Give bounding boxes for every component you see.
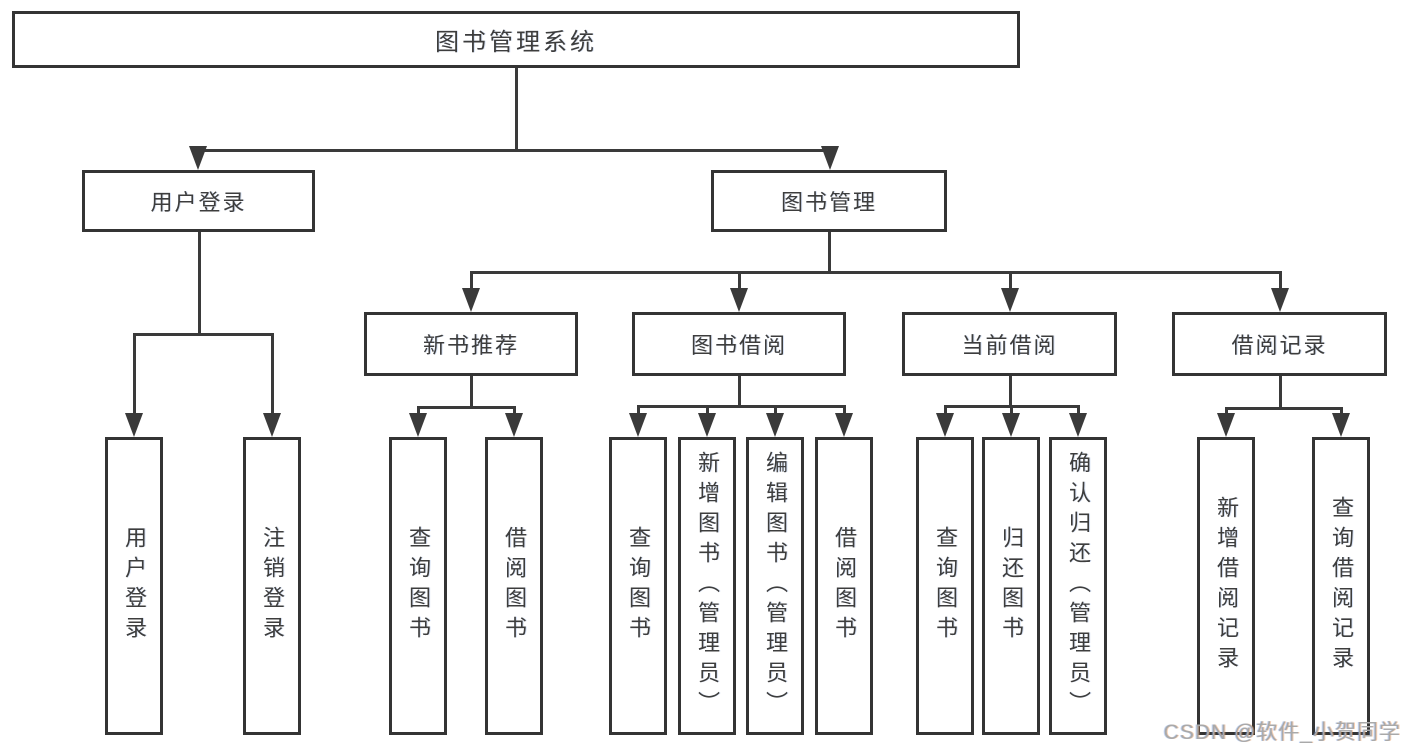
connector-arrow-shaft — [133, 333, 136, 417]
connector-arrow-shaft — [271, 333, 274, 417]
arrow-down-icon — [1001, 288, 1019, 312]
arrow-down-icon — [462, 288, 480, 312]
connector-arrow-shaft — [513, 406, 516, 417]
node-library-system: 图书管理系统 — [12, 11, 1020, 68]
leaf-records-query-record: 查询借阅记录 — [1312, 437, 1370, 735]
connector-stem — [470, 376, 473, 408]
connector-stem — [515, 68, 518, 151]
leaf-current-confirm-return-admin: 确认归还（管理员） — [1049, 437, 1107, 735]
arrow-down-icon — [1271, 288, 1289, 312]
connector-branch — [470, 271, 1282, 274]
connector-arrow-shaft — [1340, 407, 1343, 417]
connector-stem — [1009, 376, 1012, 407]
node-label: 注销登录 — [260, 526, 285, 646]
connector-arrow-shaft — [1225, 407, 1228, 417]
node-label: 用户登录 — [122, 526, 147, 646]
node-label: 图书管理系统 — [435, 29, 597, 56]
arrow-down-icon — [189, 146, 207, 170]
leaf-logout: 注销登录 — [243, 437, 301, 735]
node-current-borrow: 当前借阅 — [902, 312, 1117, 376]
connector-stem — [738, 376, 741, 407]
leaf-current-query-book: 查询图书 — [916, 437, 974, 735]
node-label: 借阅图书 — [832, 526, 857, 646]
connector-stem — [1279, 376, 1282, 409]
csdn-watermark: CSDN @软件_小贺同学 — [1163, 721, 1401, 744]
connector-branch — [1225, 407, 1343, 410]
node-book-borrow: 图书借阅 — [632, 312, 846, 376]
connector-arrow-shaft — [417, 406, 420, 417]
connector-stem — [828, 232, 831, 273]
leaf-borrow-add-book-admin: 新增图书（管理员） — [678, 437, 736, 735]
arrow-down-icon — [263, 413, 281, 437]
arrow-down-icon — [409, 413, 427, 437]
node-label: 新增图书（管理员） — [695, 451, 720, 721]
arrow-down-icon — [125, 413, 143, 437]
connector-branch — [417, 406, 516, 409]
connector-arrow-shaft — [774, 405, 777, 417]
arrow-down-icon — [1069, 413, 1087, 437]
leaf-records-add-record: 新增借阅记录 — [1197, 437, 1255, 735]
arrow-down-icon — [936, 413, 954, 437]
node-label: 查询图书 — [933, 526, 958, 646]
leaf-borrow-borrow-book: 借阅图书 — [815, 437, 873, 735]
connector-branch — [197, 149, 832, 152]
leaf-recommend-query-book: 查询图书 — [389, 437, 447, 735]
node-label: 借阅记录 — [1231, 333, 1328, 358]
node-label: 查询借阅记录 — [1329, 496, 1354, 676]
leaf-recommend-borrow-book: 借阅图书 — [485, 437, 543, 735]
arrow-down-icon — [730, 288, 748, 312]
arrow-down-icon — [505, 413, 523, 437]
node-label: 归还图书 — [999, 526, 1024, 646]
node-label: 编辑图书（管理员） — [763, 451, 788, 721]
node-label: 当前借阅 — [961, 333, 1058, 358]
leaf-user-login: 用户登录 — [105, 437, 163, 735]
leaf-borrow-edit-book-admin: 编辑图书（管理员） — [746, 437, 804, 735]
arrow-down-icon — [766, 413, 784, 437]
connector-arrow-shaft — [1077, 405, 1080, 417]
node-label: 新增借阅记录 — [1214, 496, 1239, 676]
node-label: 新书推荐 — [422, 333, 519, 358]
node-label: 查询图书 — [406, 526, 431, 646]
arrow-down-icon — [821, 146, 839, 170]
node-borrow-records: 借阅记录 — [1172, 312, 1387, 376]
connector-arrow-shaft — [1009, 271, 1012, 292]
node-label: 图书管理 — [780, 190, 877, 215]
connector-arrow-shaft — [637, 405, 640, 417]
connector-arrow-shaft — [944, 405, 947, 417]
connector-arrow-shaft — [470, 271, 473, 292]
node-user-login: 用户登录 — [82, 170, 315, 232]
node-label: 图书借阅 — [690, 333, 787, 358]
node-label: 查询图书 — [626, 526, 651, 646]
arrow-down-icon — [1217, 413, 1235, 437]
node-label: 借阅图书 — [502, 526, 527, 646]
arrow-down-icon — [1332, 413, 1350, 437]
arrow-down-icon — [698, 413, 716, 437]
node-new-book-recommend: 新书推荐 — [364, 312, 578, 376]
connector-stem — [198, 232, 201, 335]
arrow-down-icon — [629, 413, 647, 437]
connector-branch — [133, 333, 274, 336]
arrow-down-icon — [835, 413, 853, 437]
node-label: 用户登录 — [150, 190, 247, 215]
node-book-management: 图书管理 — [711, 170, 947, 232]
connector-arrow-shaft — [1279, 271, 1282, 292]
connector-arrow-shaft — [738, 271, 741, 292]
connector-branch — [637, 405, 846, 408]
leaf-borrow-query-book: 查询图书 — [609, 437, 667, 735]
connector-arrow-shaft — [843, 405, 846, 417]
connector-arrow-shaft — [706, 405, 709, 417]
connector-arrow-shaft — [1010, 405, 1013, 417]
node-label: 确认归还（管理员） — [1066, 451, 1091, 721]
leaf-current-return-book: 归还图书 — [982, 437, 1040, 735]
arrow-down-icon — [1002, 413, 1020, 437]
